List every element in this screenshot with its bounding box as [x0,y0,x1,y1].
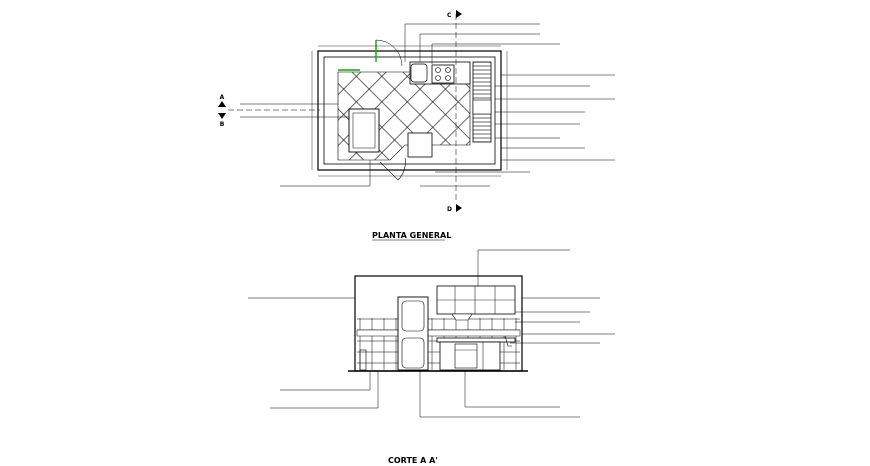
floor-plan: C D A B [218,10,615,213]
section-label-a: A [220,94,225,101]
section-label-c: C [447,12,452,19]
section-label-b: B [220,121,225,128]
section-counter [436,337,516,343]
section-lower-cabinets [439,341,501,371]
section-marker-d: D [447,204,462,213]
plan-stove [431,64,455,84]
plan-title: PLANTA GENERAL [372,231,451,240]
plan-island [348,108,380,153]
section-marker-a: A [218,94,226,107]
section-elevation [248,249,615,418]
section-marker-b: B [218,113,226,128]
section-fridge [397,296,429,371]
plan-fridge [407,132,433,158]
plan-annotation-leaders-right [404,23,615,187]
plan-annotation-leaders-left [240,103,371,187]
section-title: CORTE A A' [388,456,438,465]
section-annotation-leaders [248,249,615,418]
plan-lower-door [379,157,406,181]
section-label-d: D [447,206,452,213]
plan-sink [410,63,428,83]
section-hood [451,313,473,321]
plan-inner-wall [323,56,496,165]
plan-outer-wall [317,50,502,171]
section-marker-c: C [447,10,462,19]
